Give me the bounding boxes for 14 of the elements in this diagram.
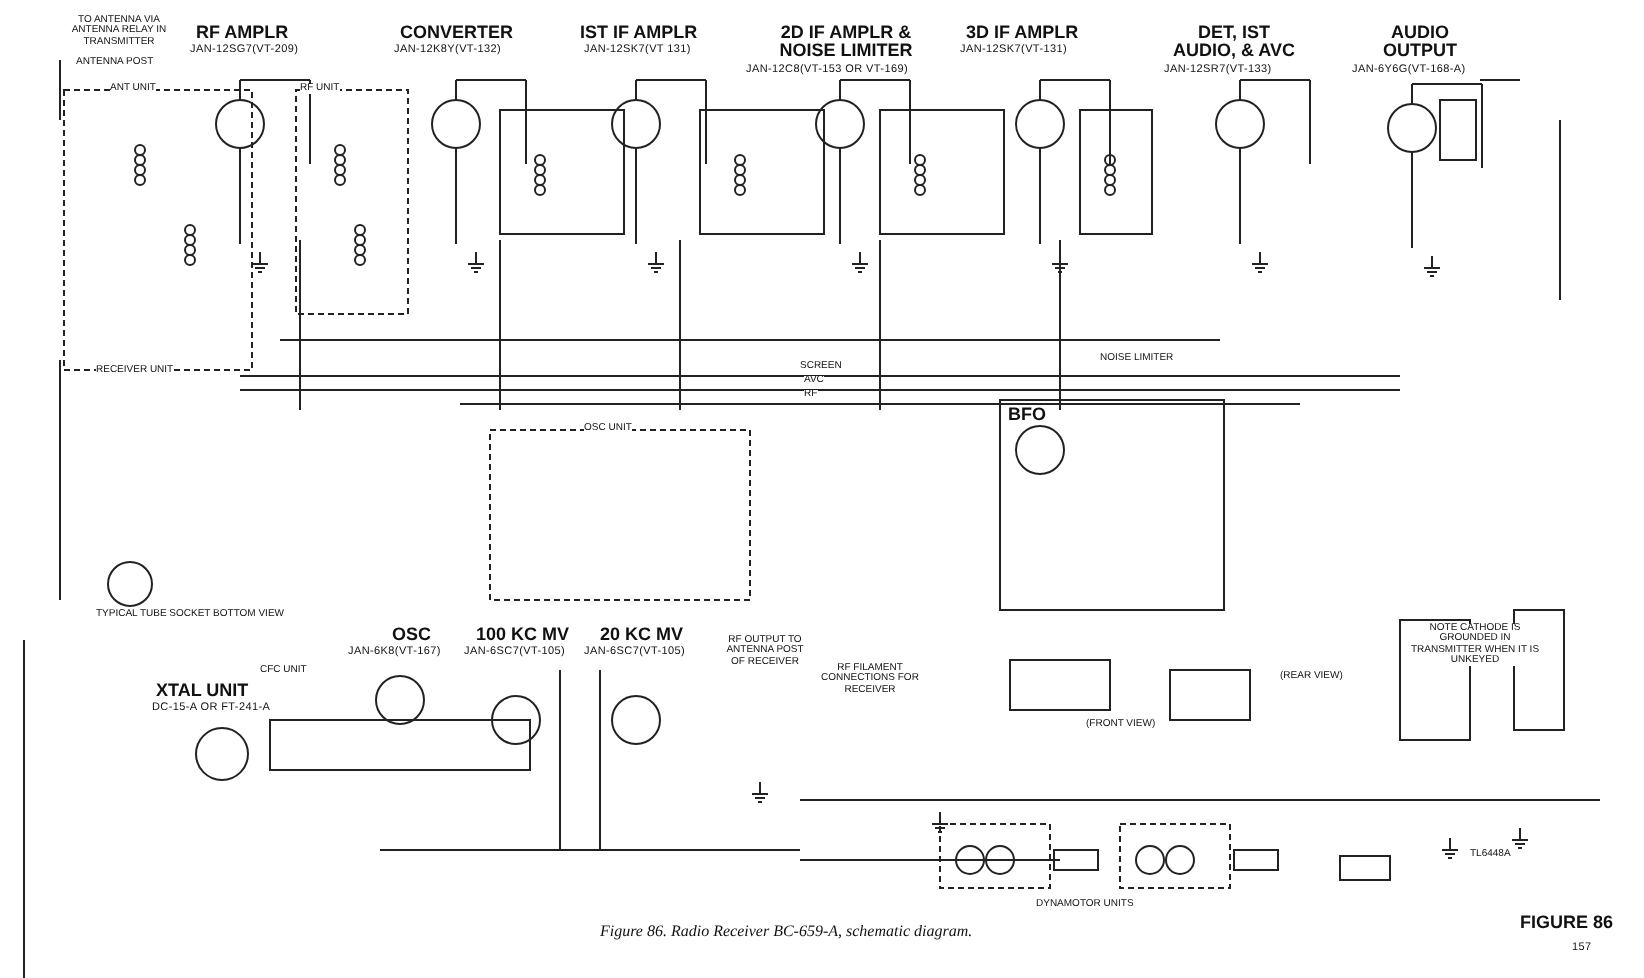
stage-heading: XTAL UNIT <box>156 682 249 701</box>
stage-heading: DET, IST AUDIO, & AVC <box>1170 24 1297 62</box>
stage-heading: CONVERTER <box>400 24 514 43</box>
stage-heading: 20 KC MV <box>600 626 684 645</box>
stage-heading: IST IF AMPLR <box>580 24 698 43</box>
stage-heading: BFO <box>1008 406 1046 425</box>
stage-heading: AUDIO OUTPUT <box>1381 24 1459 62</box>
stage-heading: 3D IF AMPLR <box>966 24 1079 43</box>
stage-heading: 100 KC MV <box>476 626 570 645</box>
figure-caption: Figure 86. Radio Receiver BC-659-A, schematic diagram. <box>600 922 973 940</box>
stage-heading: RF AMPLR <box>196 24 289 43</box>
stage-heading: OSC <box>392 626 432 645</box>
stage-heading: FIGURE 86 <box>1520 914 1614 933</box>
stage-heading: 2D IF AMPLR & NOISE LIMITER <box>777 24 915 62</box>
